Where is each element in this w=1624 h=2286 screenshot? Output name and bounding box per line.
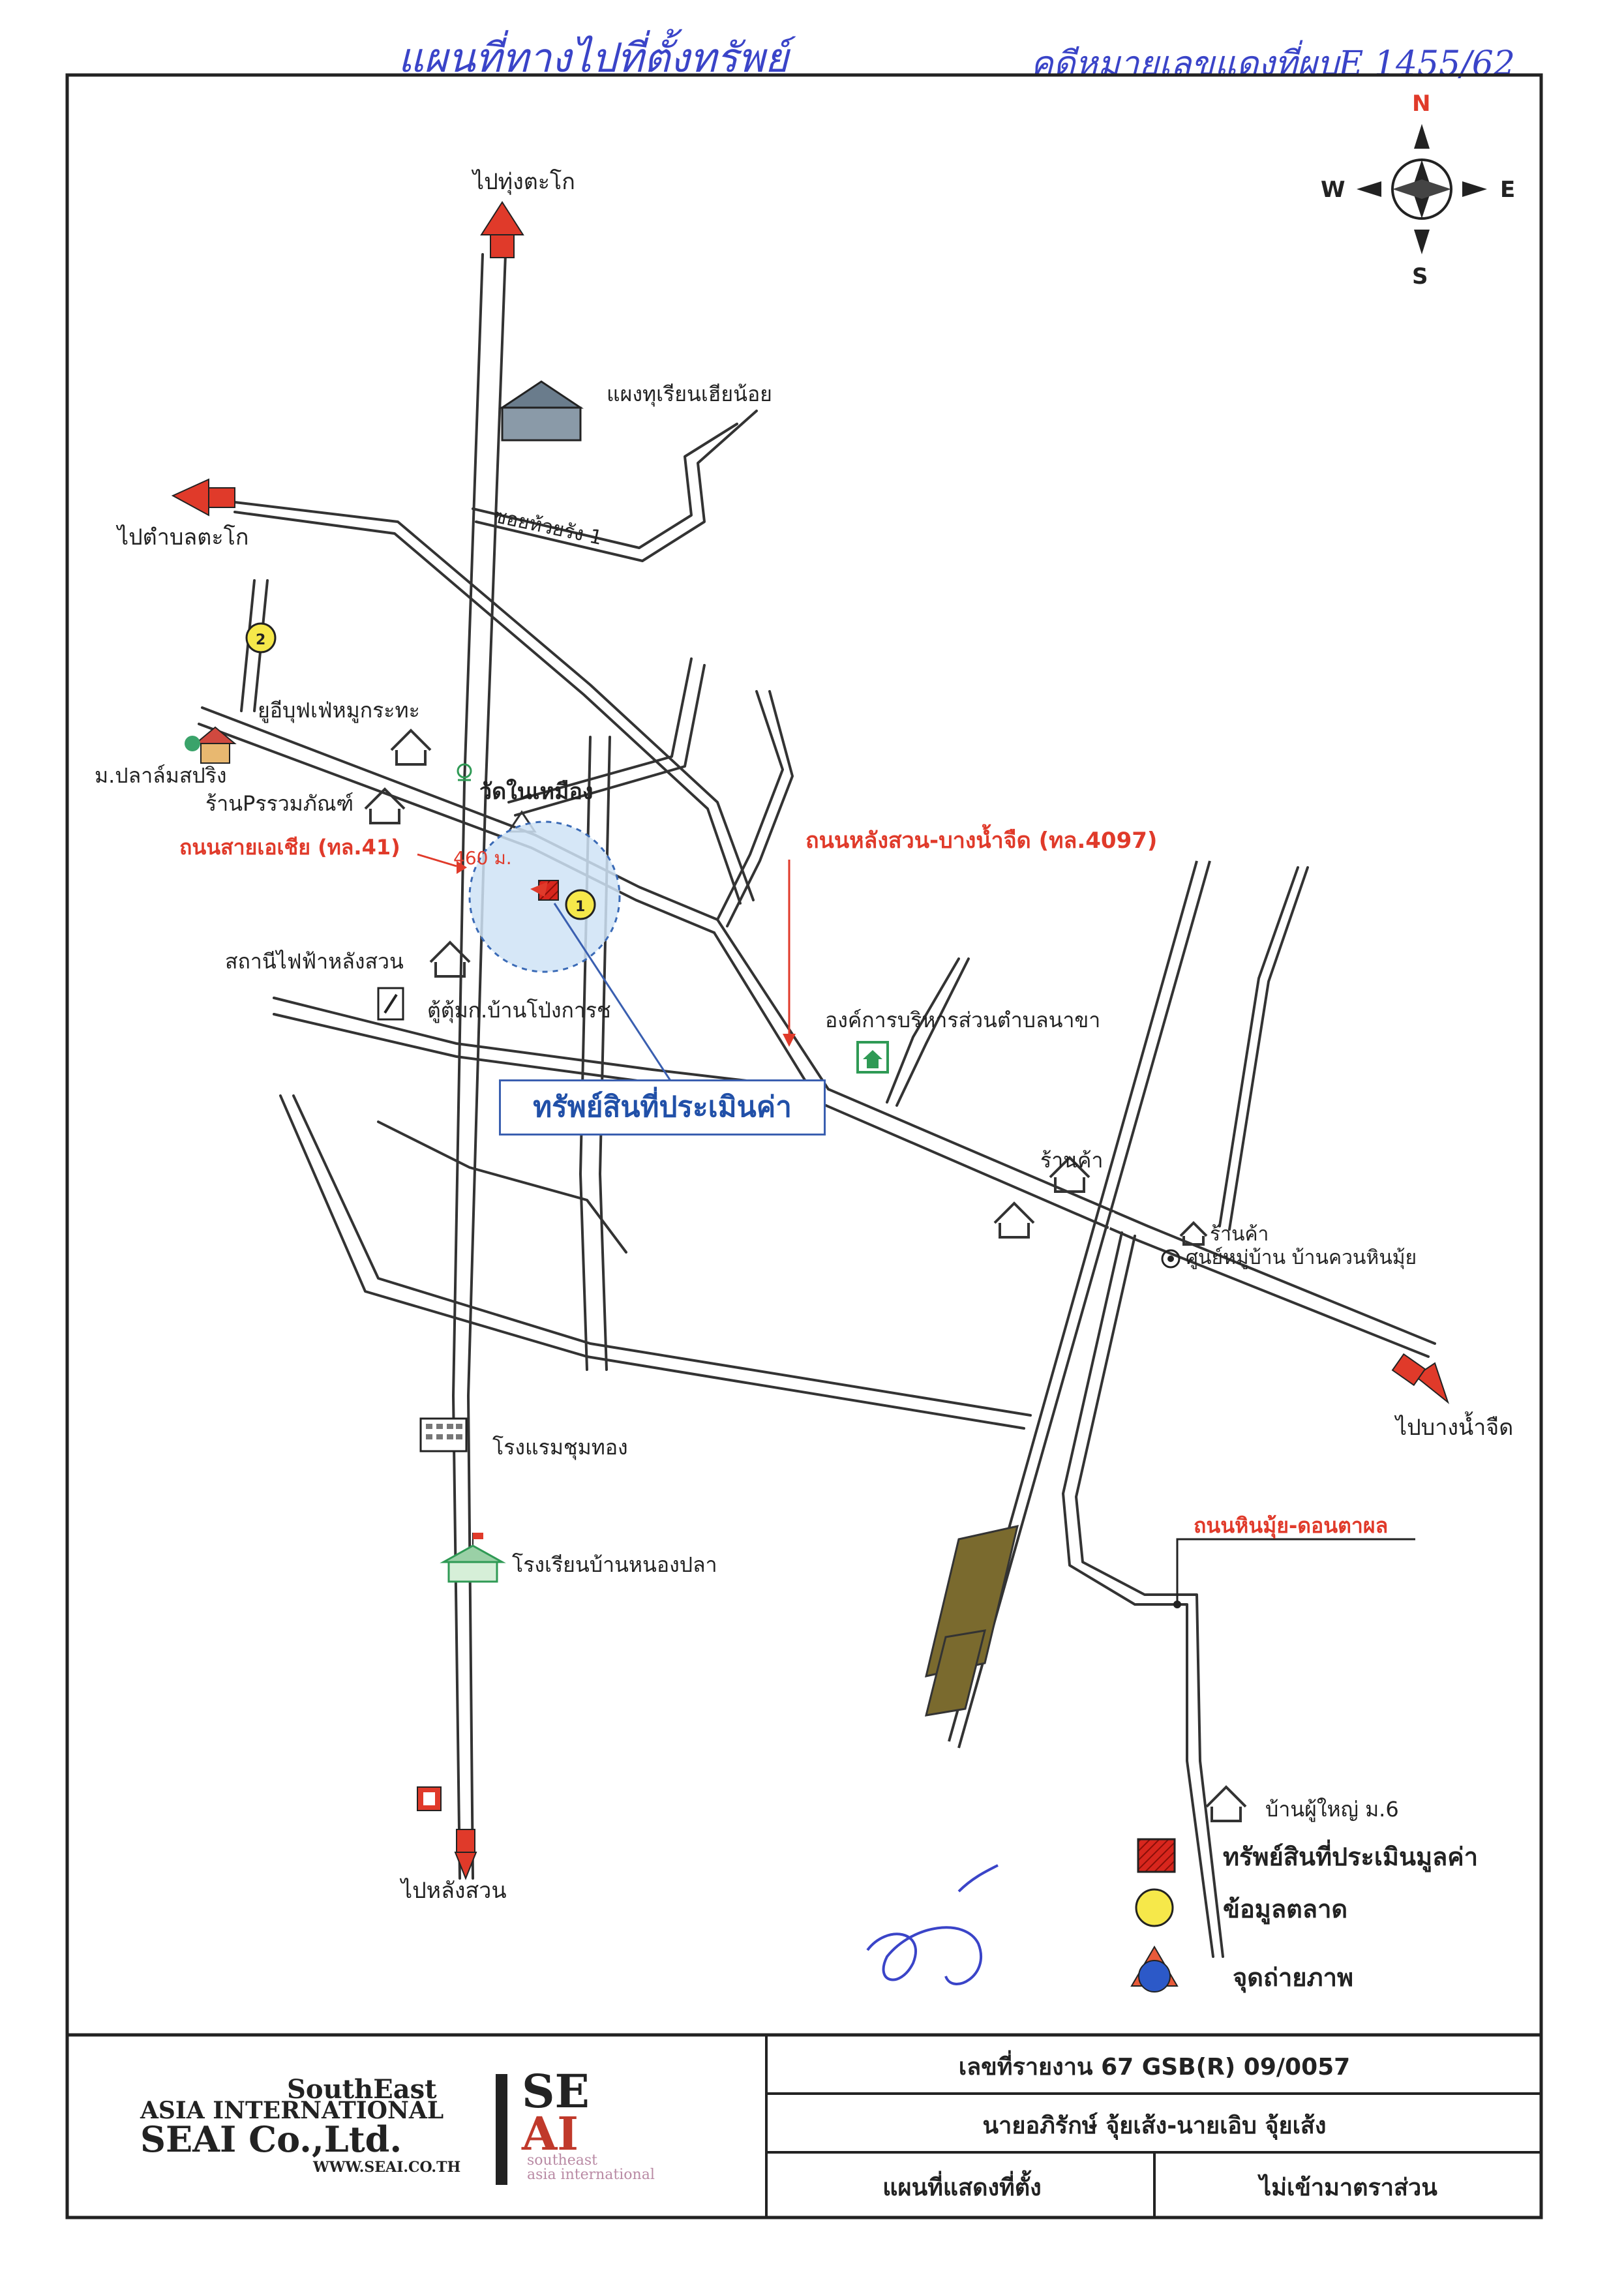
station-buildings-icon [924,1525,1019,1717]
logo-ai: AI [522,2107,579,2161]
logo-caption-2: asia international [527,2167,655,2183]
handwritten-case-number: คดีหมายเลขแดงที่ผบE 1455/62 [1030,44,1515,83]
handwritten-signature [866,1864,999,1985]
company-logo [496,2074,507,2185]
company-name-line2: ASIA INTERNATIONAL [140,2097,444,2124]
hotel-icon [419,1417,468,1452]
school-icon [440,1533,506,1583]
legend-label-property: ทรัพย์สินที่ประเมินมูลค่า [1223,1839,1478,1872]
label-buffet: ยูอีบุฟเฟ่หมูกระทะ [258,698,420,723]
property-box: ทรัพย์สินที่ประเมินค่า [499,1079,826,1135]
label-shop-porn: ร้านPรรวมภัณฑ์ [205,791,353,816]
property-leader-line [553,903,673,1083]
highway-41-right-edge [467,253,507,1880]
compass-s: S [1412,263,1428,290]
label-headman-house: บ้านผู้ใหญ่ ม.6 [1265,1797,1399,1822]
label-langsuan-road: ถนนหลังสวน-บางน้ำจืด (ทล.4097) [805,824,1157,854]
arrow-to-bang-nam-chuet [1391,1353,1450,1404]
arrow-to-langsuan [454,1829,477,1880]
label-power-station: สถานีไฟฟ้าหลังสวน [225,949,404,974]
house-icon-shop-b [993,1201,1035,1239]
label-to-langsuan: ไปหลังสวน [399,1878,507,1904]
house-icon-buffet [390,729,432,766]
label-school: โรงเรียนบ้านหนองปลา [512,1552,717,1577]
company-name-line1: SouthEast [287,2074,437,2105]
legend-property-swatch [1137,1838,1176,1873]
document-type: แผนที่แสดงที่ตั้ง [882,2174,1042,2201]
label-mailbox: ตู้ตุ้มก.บ้านโป่งการช [427,998,611,1023]
legend-label-photo: จุดถ่ายภาพ [1233,1963,1353,1993]
footer-table [765,2035,1541,2218]
label-village-springs: ม.ปลาล์มสปริง [95,763,227,788]
warehouse-icon [499,380,584,442]
label-hotel: โรงแรมชุมทอง [492,1435,628,1460]
label-tao: องค์การบริหารส่วนตำบลนาขา [825,1008,1100,1032]
compass-w: W [1321,177,1346,203]
label-durian-stall: แผงทุเรียนเฮียน้อย [607,382,772,407]
compass-icon [1357,124,1487,254]
tao-building-icon [856,1041,889,1074]
label-to-thung-tako: ไปทุ่งตะโก [471,169,575,195]
house-icon-shop [364,787,406,824]
arrow-to-tambon-tako [171,478,235,517]
company-name-line3: SEAI Co.,Ltd. [140,2118,402,2160]
house-icons [364,729,1247,1822]
marker-1-label: 1 [575,899,585,915]
market-marker-1 [565,889,596,920]
label-soi-huai-rang: ซอยห้วยรัง 1 [491,505,604,550]
house-icon-headman [1205,1785,1247,1822]
house-icon-power [429,940,471,978]
owner-name: นายอภิรักษ์ จุ้ยเส้ง-นายเอิบ จุ้ยเส้ง [982,2113,1327,2139]
arrow-to-thung-tako [480,201,524,258]
legend-label-market: ข้อมูลตลาด [1223,1895,1347,1925]
logo-caption-1: southeast [527,2152,597,2169]
label-distance: 460 ม. [453,847,512,869]
compass-e: E [1500,177,1515,203]
label-shop2: ร้านค้า [1210,1223,1269,1246]
community-center-icon [1161,1249,1180,1269]
scale-note: ไม่เข้ามาตราส่วน [1259,2174,1437,2201]
property-pointer [530,882,548,897]
highway-41-left-edge [452,253,484,1880]
report-number: เลขที่รายงาน 67 GSB(R) 09/0057 [958,2054,1351,2081]
compass-n: N [1412,91,1430,117]
legend-market-swatch [1135,1888,1174,1927]
market-marker-2 [245,622,277,654]
property-marker [538,880,559,901]
post-icon [417,1786,442,1811]
company-website: WWW.SEAI.CO.TH [313,2159,461,2176]
house-icon-shop1 [1049,1156,1090,1193]
house-icon-shop2 [1179,1221,1208,1246]
village-house-icon [185,726,237,764]
label-community-center: ศูนย์หมู่บ้าน บ้านควนหินมุ้ย [1186,1246,1417,1270]
label-temple: วัดในเหมือง [479,778,593,805]
label-hinmui-road: ถนนหินมุ้ย-ดอนตาผล [1194,1513,1388,1539]
legend-photo-point-swatch [1130,1946,1179,1993]
label-to-bang-nam-chuet: ไปบางน้ำจืด [1394,1411,1513,1441]
label-shop1: ร้านค้า [1040,1148,1103,1173]
label-asia-road: ถนนสายเอเชีย (ทล.41) [179,835,400,860]
mailbox-icon [377,987,404,1021]
logo-se: SE [522,2064,590,2118]
temple-icon [457,763,472,781]
label-to-tambon-tako: ไปตำบลตะโก [115,524,248,550]
marker-2-label: 2 [256,632,265,648]
map-frame [65,73,1543,2219]
